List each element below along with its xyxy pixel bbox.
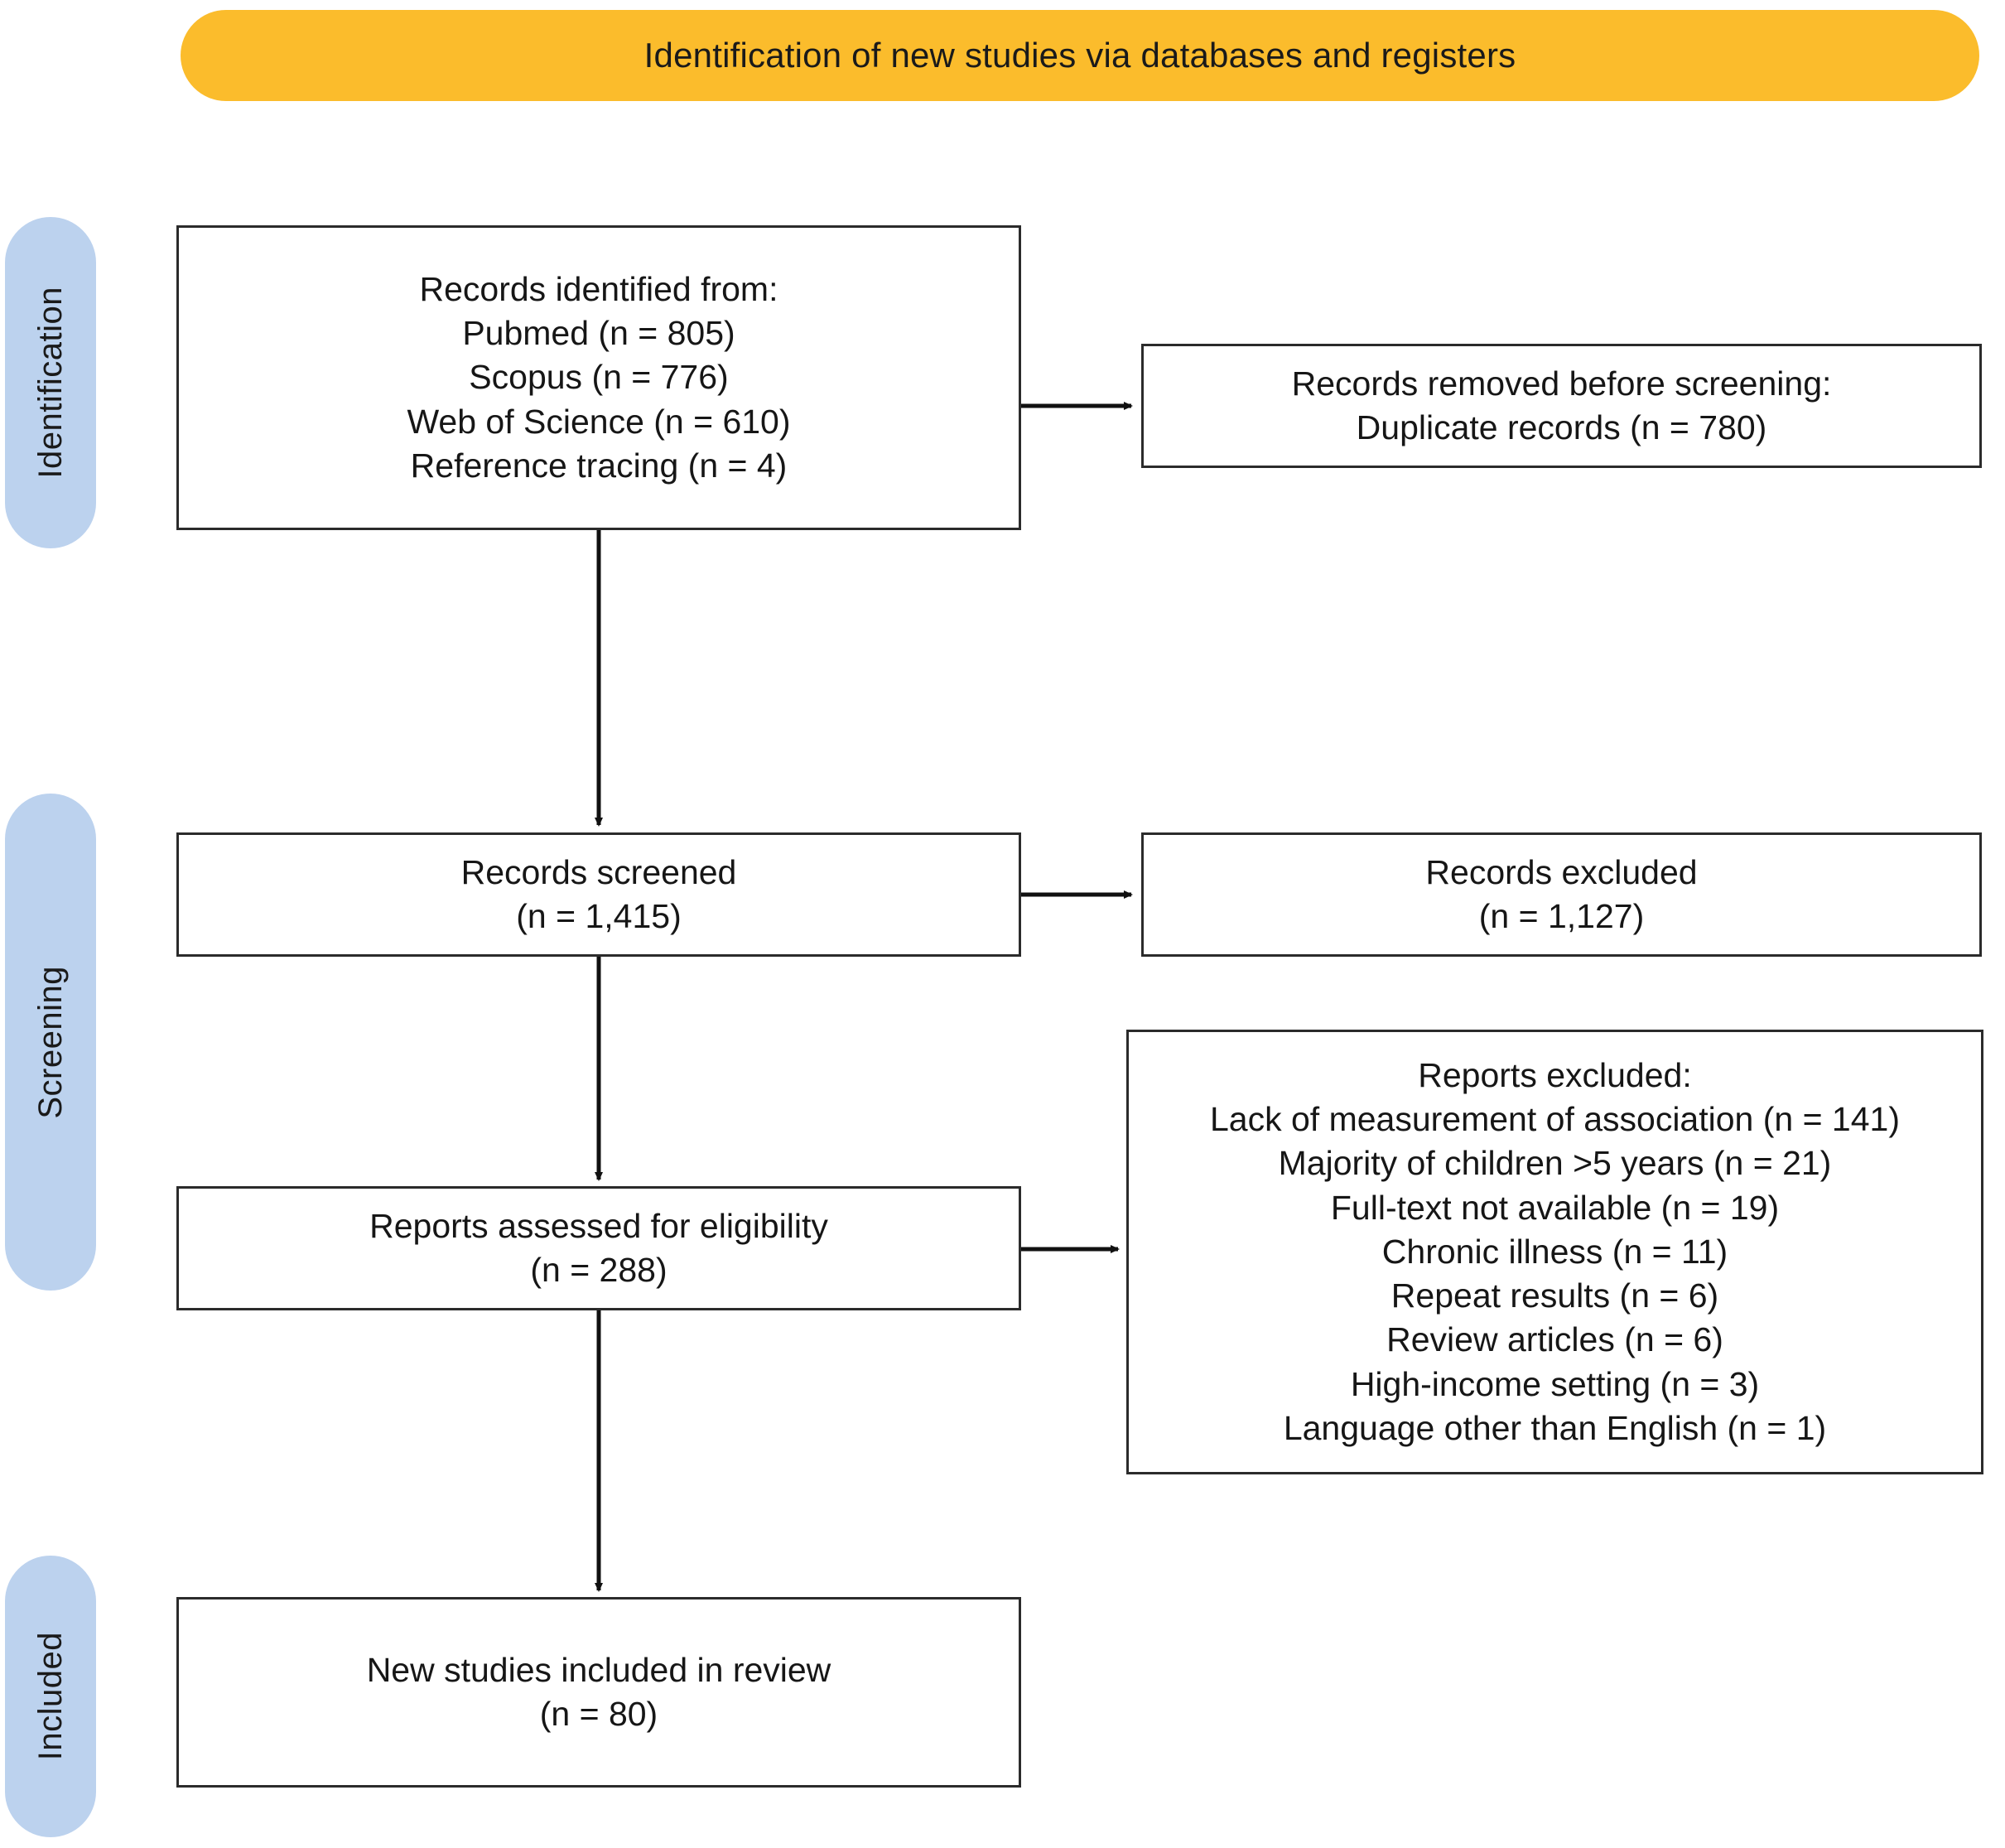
box-line: High-income setting (n = 3) (1350, 1364, 1760, 1403)
box-line: Lack of measurement of association (n = … (1210, 1099, 1900, 1138)
box-line: Web of Science (n = 610) (407, 402, 791, 441)
diagram-title: Identification of new studies via databa… (643, 36, 1516, 75)
box-records-screened: Records screened (n = 1,415) (176, 832, 1021, 957)
box-line: Scopus (n = 776) (469, 358, 729, 397)
box-line: Records removed before screening: (1291, 364, 1832, 403)
box-records-removed-before-screening: Records removed before screening: Duplic… (1141, 344, 1982, 468)
box-line: Reference tracing (n = 4) (410, 446, 788, 485)
box-line: Chronic illness (n = 11) (1381, 1232, 1728, 1271)
box-line: Repeat results (n = 6) (1390, 1276, 1719, 1315)
box-reports-assessed-for-eligibility: Reports assessed for eligibility (n = 28… (176, 1186, 1021, 1310)
box-line: Language other than English (n = 1) (1283, 1409, 1827, 1448)
stage-label-screening: Screening (5, 794, 96, 1291)
stage-screening-text: Screening (31, 965, 69, 1119)
box-records-excluded: Records excluded (n = 1,127) (1141, 832, 1982, 957)
box-line: New studies included in review (366, 1650, 831, 1689)
box-line: Majority of children >5 years (n = 21) (1278, 1144, 1832, 1183)
box-line: Review articles (n = 6) (1386, 1320, 1723, 1359)
box-line: Reports excluded: (1418, 1055, 1692, 1094)
stage-label-identification: Identification (5, 217, 96, 548)
box-line: (n = 80) (539, 1695, 658, 1733)
box-line: Records identified from: (419, 269, 778, 308)
box-line: Full-text not available (n = 19) (1330, 1188, 1780, 1227)
box-new-studies-included: New studies included in review (n = 80) (176, 1597, 1021, 1788)
box-line: Records screened (460, 852, 737, 891)
stage-identification-text: Identification (31, 287, 69, 479)
box-line: Duplicate records (n = 780) (1356, 408, 1767, 446)
box-line: (n = 1,127) (1478, 897, 1645, 935)
box-line: (n = 288) (530, 1251, 668, 1289)
box-reports-excluded: Reports excluded: Lack of measurement of… (1126, 1030, 1983, 1474)
box-line: (n = 1,415) (516, 897, 682, 935)
stage-label-included: Included (5, 1556, 96, 1837)
diagram-header-banner: Identification of new studies via databa… (181, 10, 1979, 101)
box-line: Records excluded (1425, 852, 1698, 891)
box-records-identified: Records identified from: Pubmed (n = 805… (176, 225, 1021, 530)
box-line: Reports assessed for eligibility (369, 1206, 828, 1245)
box-line: Pubmed (n = 805) (462, 314, 735, 353)
stage-included-text: Included (31, 1632, 69, 1761)
